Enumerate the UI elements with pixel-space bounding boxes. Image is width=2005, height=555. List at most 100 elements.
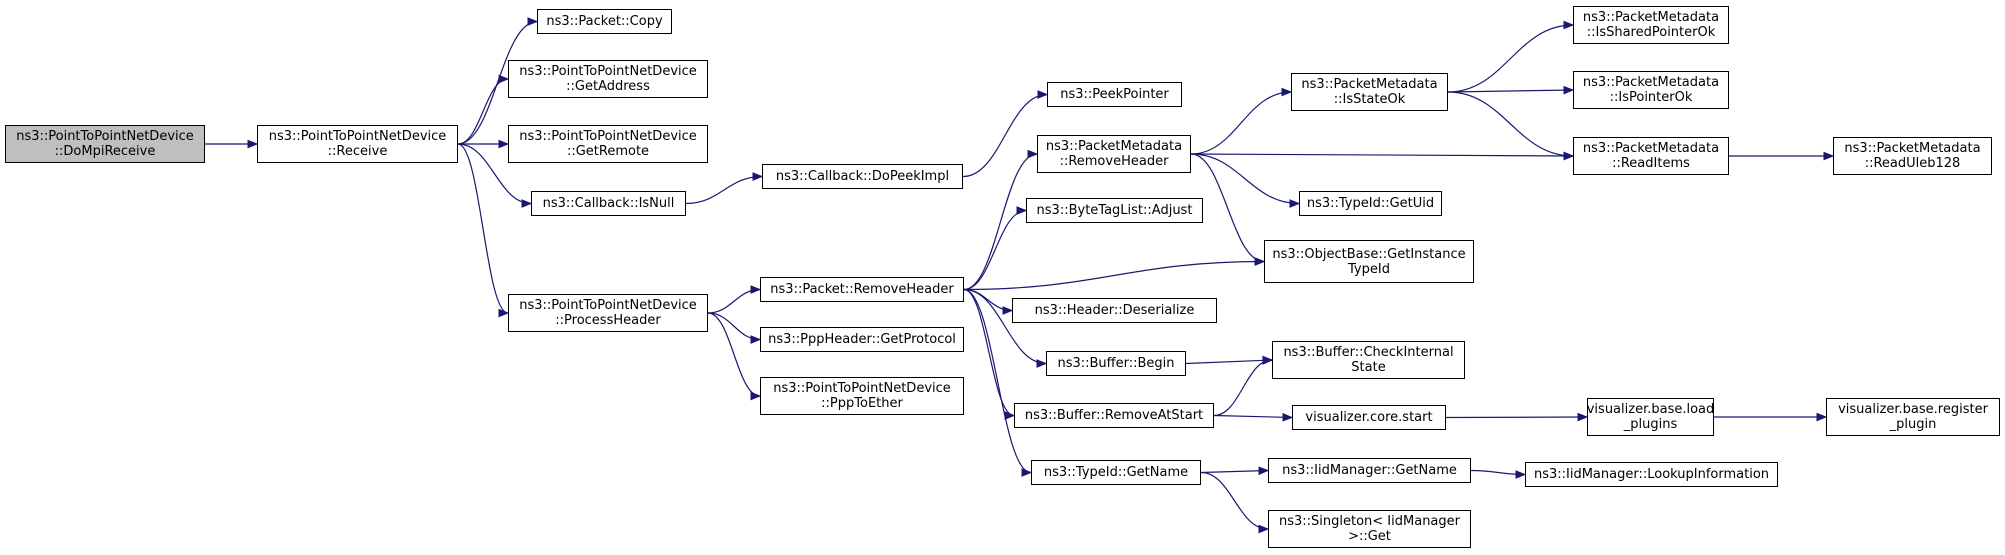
function-node-label: ns3::PointToPointNetDevice	[773, 381, 951, 396]
function-node[interactable]: ns3::PacketMetadata::IsPointerOk	[1573, 71, 1729, 109]
function-node-label: ns3::TypeId::GetName	[1043, 465, 1189, 480]
function-node[interactable]: ns3::Callback::DoPeekImpl	[762, 164, 963, 189]
function-node-label: ns3::Callback::IsNull	[542, 196, 675, 211]
function-node[interactable]: visualizer.core.start	[1292, 405, 1446, 430]
function-node-label: ::IsPointerOk	[1609, 90, 1693, 105]
function-node[interactable]: ns3::TypeId::GetUid	[1299, 191, 1442, 216]
function-node-label: ::ProcessHeader	[555, 313, 661, 328]
call-edge	[962, 95, 1047, 178]
function-node[interactable]: ns3::PointToPointNetDevice::ProcessHeade…	[508, 294, 708, 332]
function-node-label: visualizer.base.load	[1586, 402, 1715, 417]
function-node[interactable]: ns3::Callback::IsNull	[531, 191, 686, 216]
function-node-label: State	[1351, 360, 1386, 375]
function-node-label: ns3::Singleton< IidManager	[1278, 514, 1460, 529]
call-edge	[963, 262, 1264, 291]
call-edge	[963, 211, 1027, 291]
function-node[interactable]: ns3::Singleton< IidManager >::Get	[1268, 510, 1471, 548]
function-node[interactable]: visualizer.base.load_plugins	[1587, 398, 1714, 436]
function-node[interactable]: ns3::PacketMetadata::ReadUleb128	[1833, 137, 1992, 175]
function-node[interactable]: ns3::ByteTagList::Adjust	[1026, 198, 1203, 223]
function-node-label: visualizer.core.start	[1305, 410, 1433, 425]
function-node[interactable]: ns3::PointToPointNetDevice::GetRemote	[508, 125, 708, 163]
function-node-label: ::Receive	[327, 144, 388, 159]
function-node[interactable]: visualizer.base.register_plugin	[1826, 398, 2000, 436]
function-node-label: ns3::Packet::Copy	[546, 14, 663, 29]
function-node-label: ns3::PacketMetadata	[1582, 10, 1720, 25]
call-edge	[1190, 154, 1573, 156]
function-node-label: ns3::PacketMetadata	[1301, 77, 1438, 92]
function-node-label: ns3::PacketMetadata	[1844, 141, 1981, 156]
call-edge	[1200, 471, 1268, 473]
function-node-label: ::PppToEther	[821, 396, 903, 411]
call-edge	[1190, 153, 1299, 204]
call-edge	[457, 143, 509, 313]
function-node[interactable]: ns3::Packet::Copy	[537, 9, 672, 34]
call-edge	[457, 22, 538, 145]
function-node-label: ns3::PointToPointNetDevice	[519, 298, 697, 313]
function-node[interactable]: ns3::PacketMetadata::ReadItems	[1573, 137, 1729, 175]
function-node[interactable]: ns3::IidManager::LookupInformation	[1525, 462, 1778, 487]
call-edge	[1200, 471, 1269, 530]
function-node-label: _plugin	[1889, 417, 1937, 432]
function-node[interactable]: ns3::PacketMetadata::IsSharedPointerOk	[1573, 6, 1729, 44]
function-node-label: ns3::Packet::RemoveHeader	[770, 282, 954, 297]
function-node-label: ns3::Buffer::RemoveAtStart	[1024, 408, 1204, 423]
function-node[interactable]: ns3::IidManager::GetName	[1268, 458, 1471, 483]
function-node-label: ns3::PointToPointNetDevice	[519, 64, 697, 79]
function-node[interactable]: ns3::Buffer::Begin	[1046, 351, 1186, 376]
function-node[interactable]: ns3::PointToPointNetDevice::GetAddress	[508, 60, 708, 98]
function-node[interactable]: ns3::Header::Deserialize	[1012, 298, 1217, 323]
call-edge	[457, 79, 509, 145]
function-node-label: ::ReadUleb128	[1864, 156, 1961, 171]
function-node-label: ns3::Buffer::CheckInternal	[1283, 345, 1454, 360]
function-node-label: ns3::IidManager::GetName	[1282, 463, 1457, 478]
call-edge	[963, 288, 1032, 473]
function-node-label: ns3::PointToPointNetDevice	[519, 129, 697, 144]
function-node[interactable]: ns3::PointToPointNetDevice::Receive	[257, 125, 458, 163]
call-edge	[963, 288, 1046, 364]
function-node-label: visualizer.base.register	[1838, 402, 1988, 417]
call-edge	[1213, 360, 1273, 417]
call-edge	[1447, 90, 1573, 92]
call-edge	[457, 143, 531, 204]
function-node-label: ::IsSharedPointerOk	[1586, 25, 1716, 40]
function-node-label: ns3::TypeId::GetUid	[1306, 196, 1435, 211]
function-node-label: ns3::PacketMetadata	[1582, 75, 1720, 90]
call-edge	[1445, 417, 1587, 418]
function-node[interactable]: ns3::TypeId::GetName	[1031, 460, 1201, 485]
call-edge	[1185, 360, 1272, 364]
function-node-label: ns3::ByteTagList::Adjust	[1036, 203, 1193, 218]
function-node[interactable]: ns3::PacketMetadata::RemoveHeader	[1037, 135, 1191, 173]
function-node-label: ::DoMpiReceive	[54, 144, 156, 159]
function-node[interactable]: ns3::PacketMetadata::IsStateOk	[1291, 73, 1448, 111]
function-node[interactable]: ns3::PeekPointer	[1047, 82, 1182, 107]
function-node-label: >::Get	[1348, 529, 1391, 544]
call-edge	[1190, 92, 1291, 155]
function-node[interactable]: ns3::PointToPointNetDevice::PppToEther	[760, 377, 964, 415]
call-edge	[685, 177, 762, 205]
call-edge	[963, 154, 1038, 291]
function-node-label: ns3::Header::Deserialize	[1034, 303, 1195, 318]
function-node-label: ns3::PeekPointer	[1060, 87, 1169, 102]
function-node-label: ::ReadItems	[1612, 156, 1690, 171]
function-node[interactable]: ns3::Buffer::RemoveAtStart	[1014, 403, 1214, 428]
call-edge	[707, 290, 760, 314]
function-node-label: ns3::PacketMetadata	[1582, 141, 1720, 156]
function-node-label: ns3::Buffer::Begin	[1057, 356, 1175, 371]
function-node-label: ns3::PacketMetadata	[1045, 139, 1183, 154]
call-edge	[1213, 416, 1292, 418]
function-node-label: ::GetAddress	[566, 79, 650, 94]
call-edge	[707, 312, 761, 340]
function-node-label: _plugins	[1623, 417, 1678, 432]
function-node-label: ns3::Callback::DoPeekImpl	[775, 169, 950, 184]
call-edge	[707, 312, 761, 396]
function-node[interactable]: ns3::Packet::RemoveHeader	[760, 277, 964, 302]
function-node[interactable]: ns3::PointToPointNetDevice::DoMpiReceive	[5, 125, 205, 163]
function-node-label: ::IsStateOk	[1333, 92, 1406, 107]
function-node[interactable]: ns3::PppHeader::GetProtocol	[760, 327, 964, 352]
call-edge	[1190, 153, 1265, 262]
